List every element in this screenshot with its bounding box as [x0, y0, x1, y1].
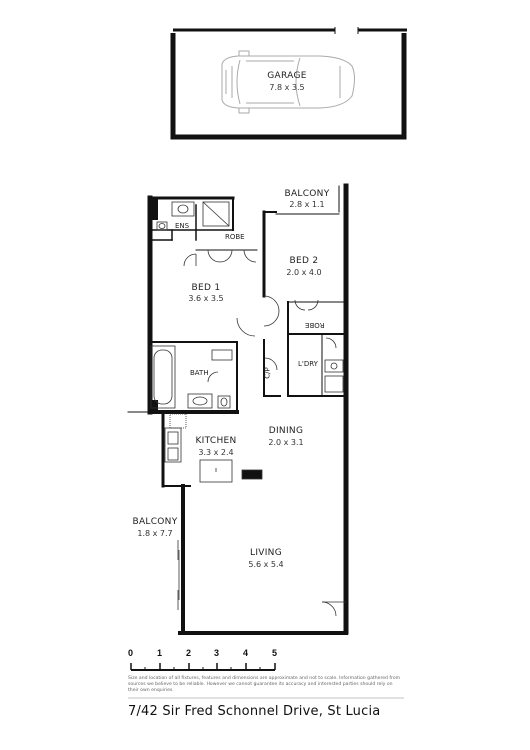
- scale-label-5: 5: [272, 648, 278, 658]
- cupboard-label: C/P: [263, 367, 272, 379]
- balcony-top-label: BALCONY: [284, 189, 330, 199]
- kitchen-dims: 3.3 x 2.4: [198, 448, 234, 457]
- robe1-label: ROBE: [225, 233, 245, 241]
- laundry-fixtures: [324, 359, 344, 393]
- laundry-label: L'DRY: [298, 360, 318, 368]
- scale-bar: [130, 663, 276, 671]
- bed2-dims: 2.0 x 4.0: [286, 268, 322, 277]
- dining-label: DINING: [268, 426, 304, 436]
- bed2-label: BED 2: [289, 256, 319, 266]
- garage-dims: 7.8 x 3.5: [269, 83, 305, 92]
- doors: [183, 249, 346, 617]
- garage: [170, 27, 407, 140]
- scale-label-3: 3: [214, 648, 220, 658]
- living-dims: 5.6 x 5.4: [248, 560, 284, 569]
- scale-label-4: 4: [243, 648, 249, 658]
- kitchen-label: KITCHEN: [195, 436, 237, 446]
- robe2-label: ROBE: [305, 321, 325, 329]
- balcony-top-dims: 2.8 x 1.1: [289, 200, 325, 209]
- walls: [127, 183, 349, 635]
- bed1-dims: 3.6 x 3.5: [188, 294, 224, 303]
- ensuite-fixtures: [156, 201, 230, 231]
- balcony-side-dims: 1.8 x 7.7: [137, 529, 173, 538]
- bath-fixtures: [150, 345, 233, 409]
- scale-label-1: 1: [157, 648, 163, 658]
- garage-label: GARAGE: [267, 71, 307, 81]
- ensuite-label: ENS: [175, 222, 190, 230]
- bed1-label: BED 1: [191, 283, 221, 293]
- balcony-side: [177, 540, 180, 610]
- scale-label-0: 0: [128, 648, 134, 658]
- address: 7/42 Sir Fred Schonnel Drive, St Lucia: [128, 704, 381, 719]
- kitchen-fixtures: [164, 413, 263, 483]
- scale-label-2: 2: [186, 648, 192, 658]
- balcony-side-label: BALCONY: [132, 517, 178, 527]
- dining-dims: 2.0 x 3.1: [268, 438, 304, 447]
- bath-label: BATH: [190, 369, 209, 377]
- living-label: LIVING: [250, 548, 282, 558]
- disclaimer: Size and location of all fixtures, featu…: [128, 676, 401, 693]
- car-icon: [221, 50, 355, 114]
